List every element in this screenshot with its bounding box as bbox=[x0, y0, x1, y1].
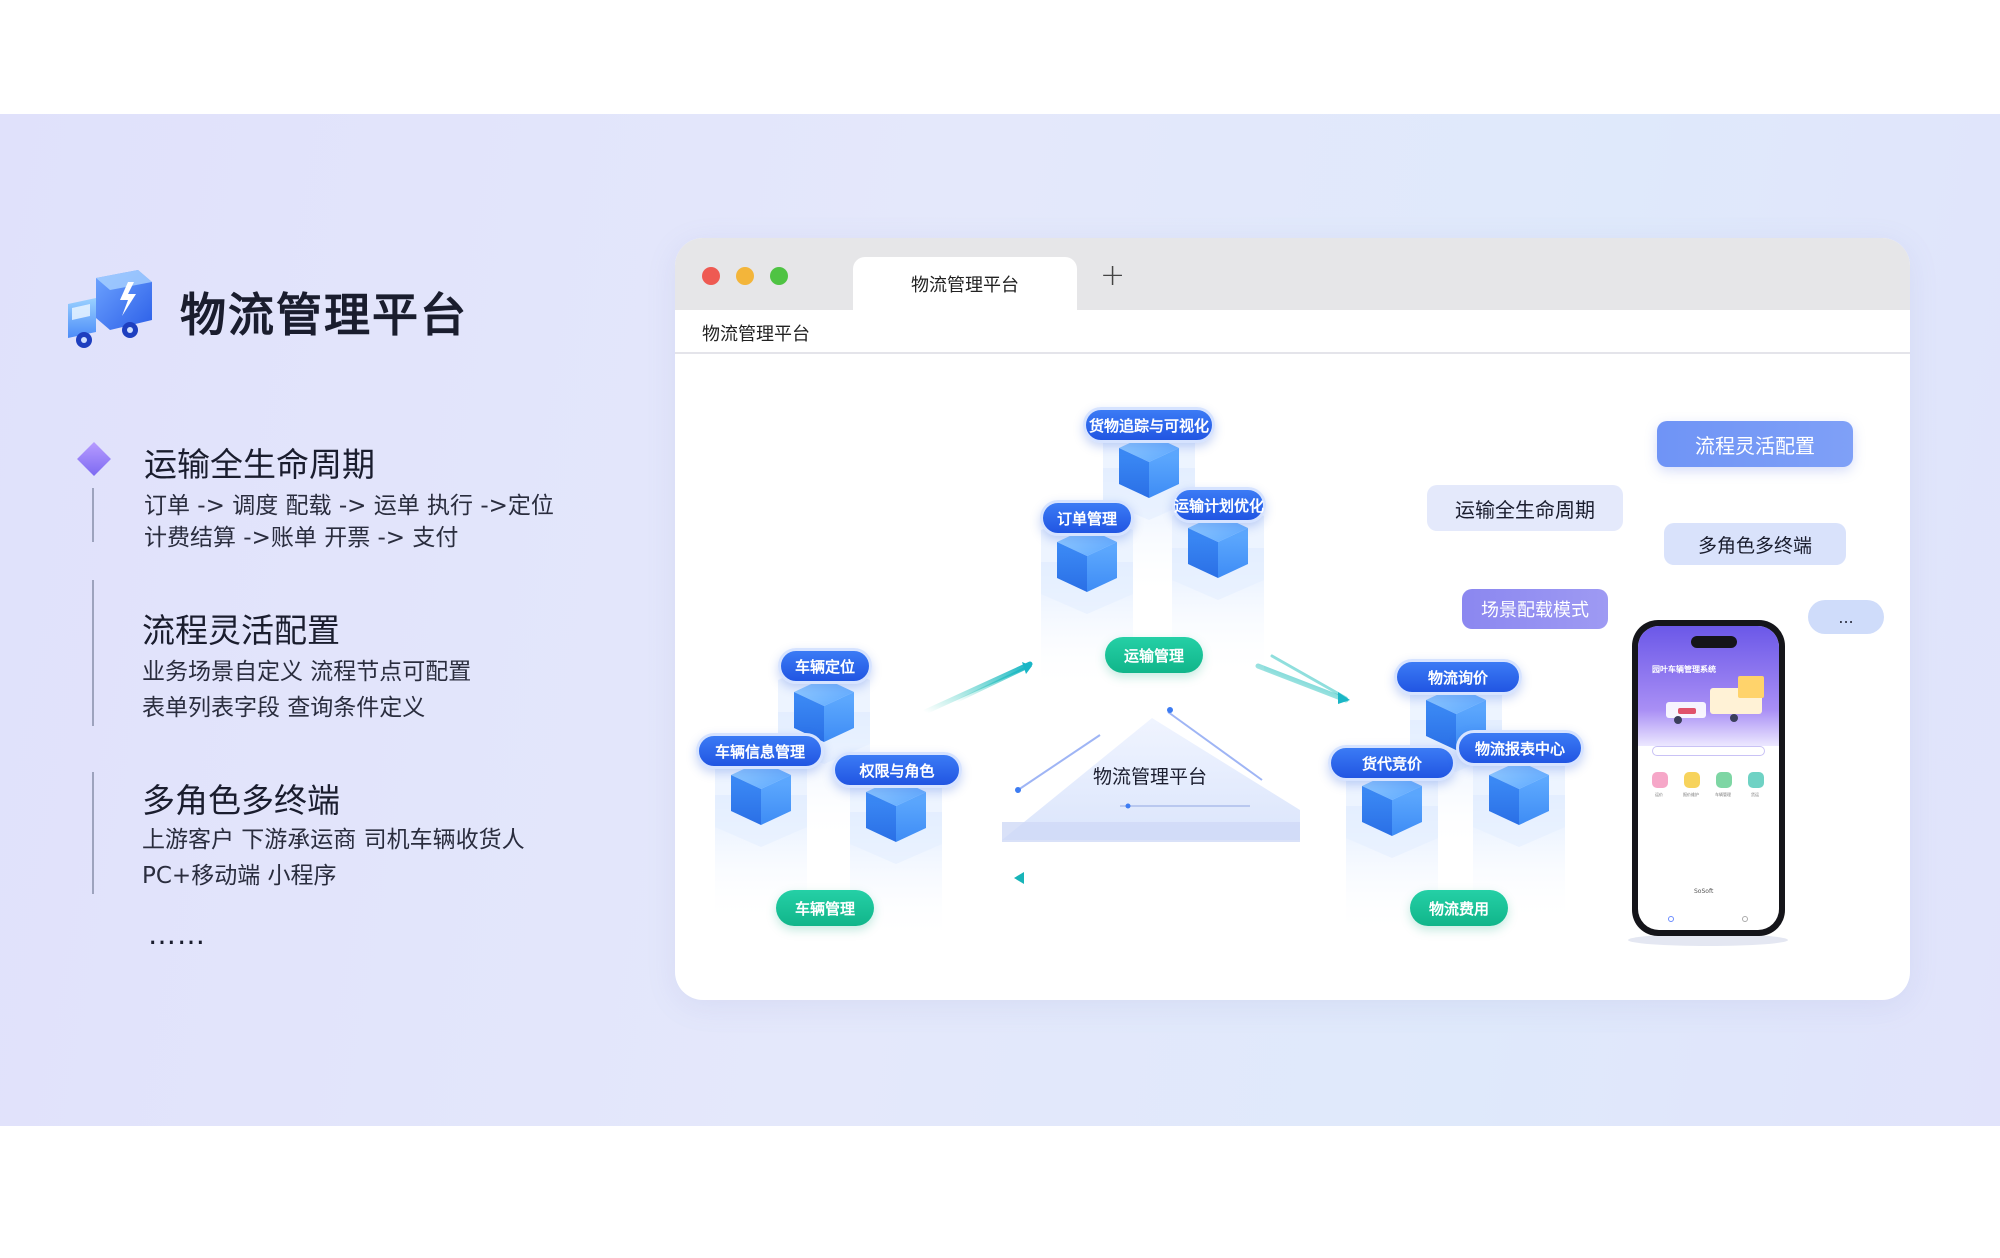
module-transport-planning[interactable]: 运输计划优化 bbox=[1172, 487, 1266, 523]
feature-line: 业务场景自定义 流程节点可配置 bbox=[142, 659, 472, 685]
truck-illustration bbox=[1666, 676, 1764, 724]
divider bbox=[92, 488, 94, 542]
divider bbox=[92, 580, 94, 726]
tag-scenario-loading[interactable]: 场景配载模式 bbox=[1462, 589, 1608, 629]
divider bbox=[92, 772, 94, 894]
phone-search-input[interactable] bbox=[1652, 746, 1765, 756]
module-logistics-reports[interactable]: 物流报表中心 bbox=[1456, 730, 1584, 766]
mobile-phone-mockup: 园叶车辆管理系统 运价 报价维护 车辆管理 货运 SoSoft bbox=[1632, 620, 1785, 936]
close-window-button[interactable] bbox=[702, 267, 720, 285]
phone-notch bbox=[1691, 636, 1737, 648]
app-label: 货运 bbox=[1751, 792, 1759, 797]
address-bar[interactable]: 物流管理平台 bbox=[675, 310, 1910, 354]
module-vehicle-location[interactable]: 车辆定位 bbox=[778, 648, 872, 684]
browser-titlebar: 物流管理平台 + bbox=[675, 238, 1910, 310]
module-forwarder-bidding[interactable]: 货代竞价 bbox=[1328, 745, 1456, 781]
address-text: 物流管理平台 bbox=[702, 324, 810, 345]
group-logistics-fees[interactable]: 物流费用 bbox=[1410, 890, 1508, 926]
module-vehicle-info[interactable]: 车辆信息管理 bbox=[696, 733, 824, 769]
quote-app-icon[interactable] bbox=[1684, 772, 1700, 788]
rate-app-icon[interactable] bbox=[1652, 772, 1668, 788]
app-label: 报价维护 bbox=[1683, 792, 1699, 797]
group-vehicle-management[interactable]: 车辆管理 bbox=[776, 890, 874, 926]
phone-brand-logo: SoSoft bbox=[1694, 888, 1714, 895]
vehicle-app-icon[interactable] bbox=[1716, 772, 1732, 788]
plus-icon[interactable]: + bbox=[1100, 258, 1126, 293]
brand-title: 物流管理平台 bbox=[180, 288, 468, 342]
tag-flexible-config[interactable]: 流程灵活配置 bbox=[1657, 421, 1853, 467]
feature-title: 运输全生命周期 bbox=[144, 445, 375, 484]
group-transport-management[interactable]: 运输管理 bbox=[1105, 637, 1203, 673]
feature-title: 多角色多终端 bbox=[142, 781, 340, 820]
app-label: 车辆管理 bbox=[1715, 792, 1731, 797]
app-label: 运价 bbox=[1655, 792, 1663, 797]
profile-icon[interactable] bbox=[1742, 916, 1748, 922]
delivery-truck-icon bbox=[68, 270, 152, 348]
module-logistics-inquiry[interactable]: 物流询价 bbox=[1394, 659, 1522, 695]
module-permissions-roles[interactable]: 权限与角色 bbox=[832, 752, 962, 788]
browser-tab[interactable]: 物流管理平台 bbox=[853, 257, 1077, 310]
tag-multi-role[interactable]: 多角色多终端 bbox=[1664, 523, 1846, 565]
feature-line: 订单 -> 调度 配载 -> 运单 执行 ->定位 bbox=[144, 493, 554, 519]
module-cargo-tracking[interactable]: 货物追踪与可视化 bbox=[1083, 407, 1215, 443]
center-platform-label: 物流管理平台 bbox=[1092, 766, 1207, 788]
feature-line: 计费结算 ->账单 开票 -> 支付 bbox=[144, 525, 459, 551]
phone-app-title: 园叶车辆管理系统 bbox=[1652, 665, 1716, 674]
freight-app-icon[interactable] bbox=[1748, 772, 1764, 788]
feature-line: PC+移动端 小程序 bbox=[142, 863, 337, 889]
brand: 物流管理平台 bbox=[62, 268, 468, 356]
tag-lifecycle[interactable]: 运输全生命周期 bbox=[1427, 485, 1623, 531]
home-icon[interactable] bbox=[1668, 916, 1674, 922]
feature-title: 流程灵活配置 bbox=[142, 611, 340, 650]
maximize-window-button[interactable] bbox=[770, 267, 788, 285]
phone-screen: 园叶车辆管理系统 运价 报价维护 车辆管理 货运 SoSoft bbox=[1638, 626, 1779, 930]
more-ellipsis: …… bbox=[148, 918, 206, 951]
module-order-management[interactable]: 订单管理 bbox=[1040, 500, 1134, 536]
feature-line: 表单列表字段 查询条件定义 bbox=[142, 695, 426, 721]
tag-more[interactable]: ... bbox=[1808, 600, 1884, 634]
minimize-window-button[interactable] bbox=[736, 267, 754, 285]
feature-line: 上游客户 下游承运商 司机车辆收货人 bbox=[142, 827, 525, 853]
